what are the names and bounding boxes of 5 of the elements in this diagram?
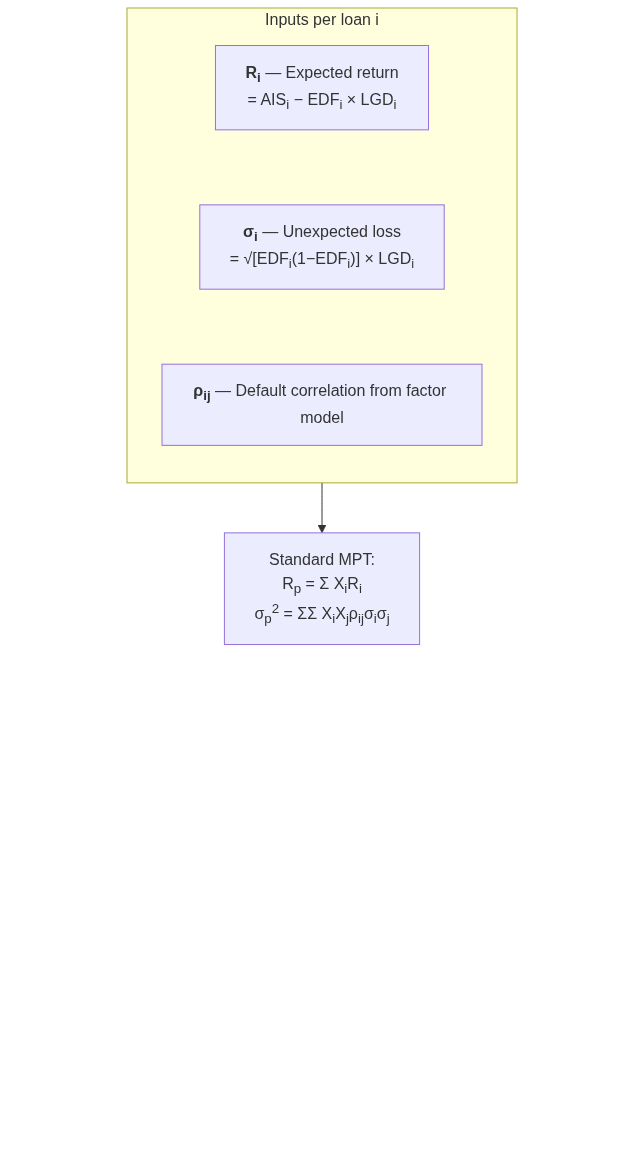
node-box: ρ$_{ij}$ — Default correlation from factor model	[161, 363, 483, 446]
node-box: σ$_{i}$ — Unexpected loss = √[EDF$_{i}$(1−EDF$_{i}$)] × LGD$_{i}$	[199, 204, 445, 290]
arrow	[317, 482, 327, 534]
node-box: R$_{i}$ — Expected return = AIS$_{i}$ − EDF$_{i}$ × LGD$_{i}$	[214, 45, 430, 131]
node-box: Standard MPT: R$_{p}$ = Σ X$_{i}$R$_{i}$ σ$_{p}$$^{2}$ = ΣΣ X$_{i}$X$_{j}$ρ$_{ij}$σ$_{i}$σ$_{j}$	[223, 532, 421, 646]
